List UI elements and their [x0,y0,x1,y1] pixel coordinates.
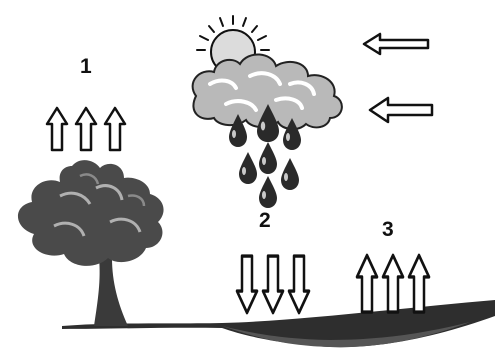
wind-arrows [362,32,434,124]
raindrop-icon [229,114,247,147]
arrow-down-icon [261,254,285,315]
label-2: 2 [259,209,271,232]
arrow-down-icon [287,254,311,315]
cloud-icon [191,53,343,130]
arrow-up-icon [74,106,98,152]
arrow-up-icon [407,253,431,314]
label-3: 3 [382,218,394,241]
arrows-up-group-1 [45,106,127,152]
arrow-up-icon [45,106,69,152]
arrow-left-icon [368,96,434,124]
arrow-down-icon [235,254,259,315]
raindrop-icon [283,118,301,150]
arrow-up-icon [381,253,405,314]
raindrop-icon [239,152,257,184]
arrow-left-icon [362,32,430,56]
raindrop-icon [257,104,279,142]
arrow-up-icon [355,253,379,314]
arrows-up-group-3 [355,253,431,314]
arrows-down-group-2 [235,254,311,315]
raindrop-icon [259,142,277,174]
ground-line [62,300,495,348]
raindrop-icon [259,176,277,208]
label-1: 1 [80,55,92,78]
tree-icon [17,160,164,326]
raindrop-icon [281,158,299,190]
arrow-up-icon [103,106,127,152]
raindrops [229,104,301,208]
